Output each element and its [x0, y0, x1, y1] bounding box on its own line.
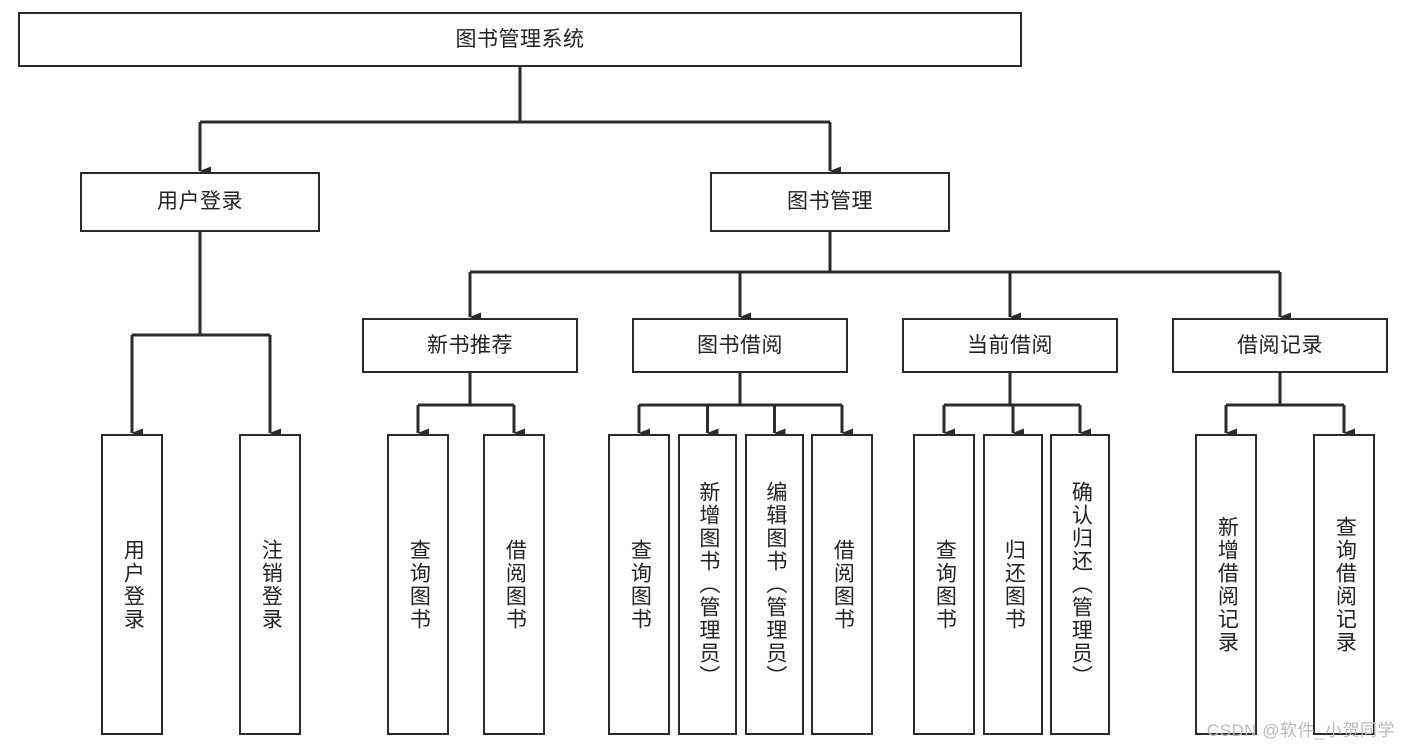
- node-label: 图书管理: [787, 190, 873, 214]
- node-l3_2[interactable]: 当前借阅: [902, 318, 1118, 373]
- node-leaf_6[interactable]: 编辑图书（管理员）: [745, 434, 804, 735]
- node-label: 查询图书: [933, 538, 957, 631]
- node-label: 当前借阅: [967, 333, 1053, 357]
- node-leaf_10[interactable]: 确认归还（管理员）: [1050, 434, 1110, 735]
- node-label: 新增借阅记录: [1215, 515, 1239, 654]
- node-label: 图书借阅: [697, 333, 783, 357]
- node-leaf_1[interactable]: 注销登录: [239, 434, 301, 735]
- node-label: 借阅记录: [1237, 333, 1323, 357]
- node-label: 确认归还（管理员）: [1069, 481, 1093, 688]
- node-leaf_3[interactable]: 借阅图书: [483, 434, 545, 735]
- node-l2_1[interactable]: 图书管理: [710, 172, 950, 232]
- node-leaf_7[interactable]: 借阅图书: [811, 434, 873, 735]
- node-l3_1[interactable]: 图书借阅: [632, 318, 848, 373]
- node-label: 新增图书（管理员）: [696, 481, 720, 688]
- node-leaf_4[interactable]: 查询图书: [608, 434, 670, 735]
- node-leaf_9[interactable]: 归还图书: [983, 434, 1043, 735]
- node-label: 借阅图书: [503, 538, 527, 631]
- node-l3_0[interactable]: 新书推荐: [362, 318, 578, 373]
- node-label: 查询图书: [407, 538, 431, 631]
- node-leaf_5[interactable]: 新增图书（管理员）: [678, 434, 737, 735]
- node-label: 图书管理系统: [455, 27, 585, 51]
- node-l3_3[interactable]: 借阅记录: [1172, 318, 1388, 373]
- node-leaf_8[interactable]: 查询图书: [913, 434, 975, 735]
- node-l2_0[interactable]: 用户登录: [80, 172, 320, 232]
- node-leaf_11[interactable]: 新增借阅记录: [1195, 434, 1257, 735]
- node-label: 新书推荐: [427, 333, 513, 357]
- node-label: 归还图书: [1002, 538, 1026, 631]
- node-label: 查询图书: [628, 538, 652, 631]
- node-label: 借阅图书: [831, 538, 855, 631]
- node-leaf_0[interactable]: 用户登录: [101, 434, 163, 735]
- node-label: 编辑图书（管理员）: [763, 481, 787, 688]
- node-leaf_12[interactable]: 查询借阅记录: [1313, 434, 1375, 735]
- node-label: 用户登录: [157, 190, 243, 214]
- node-label: 注销登录: [259, 538, 283, 631]
- node-label: 查询借阅记录: [1333, 515, 1357, 654]
- node-leaf_2[interactable]: 查询图书: [387, 434, 449, 735]
- root-node[interactable]: 图书管理系统: [18, 12, 1022, 67]
- node-label: 用户登录: [121, 538, 145, 631]
